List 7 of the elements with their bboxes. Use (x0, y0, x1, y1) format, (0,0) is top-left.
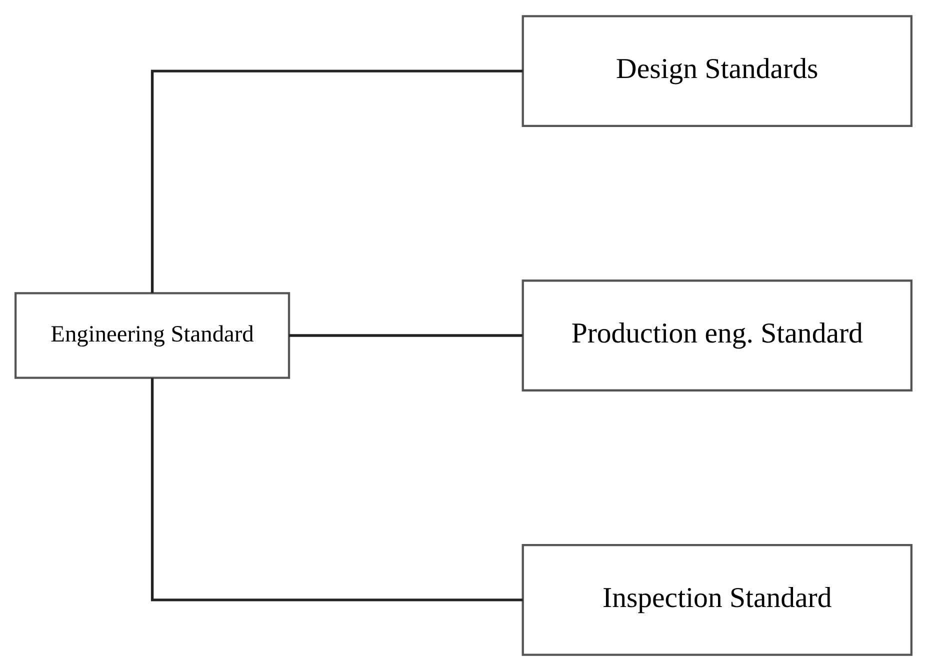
node-box: Inspection Standard (522, 544, 912, 656)
node-box: Design Standards (522, 14, 912, 126)
connector (150, 69, 523, 292)
connector (150, 378, 523, 601)
node-box: Production eng. Standard (522, 279, 912, 391)
connector (289, 334, 522, 336)
node-box: Engineering Standard (14, 292, 290, 378)
